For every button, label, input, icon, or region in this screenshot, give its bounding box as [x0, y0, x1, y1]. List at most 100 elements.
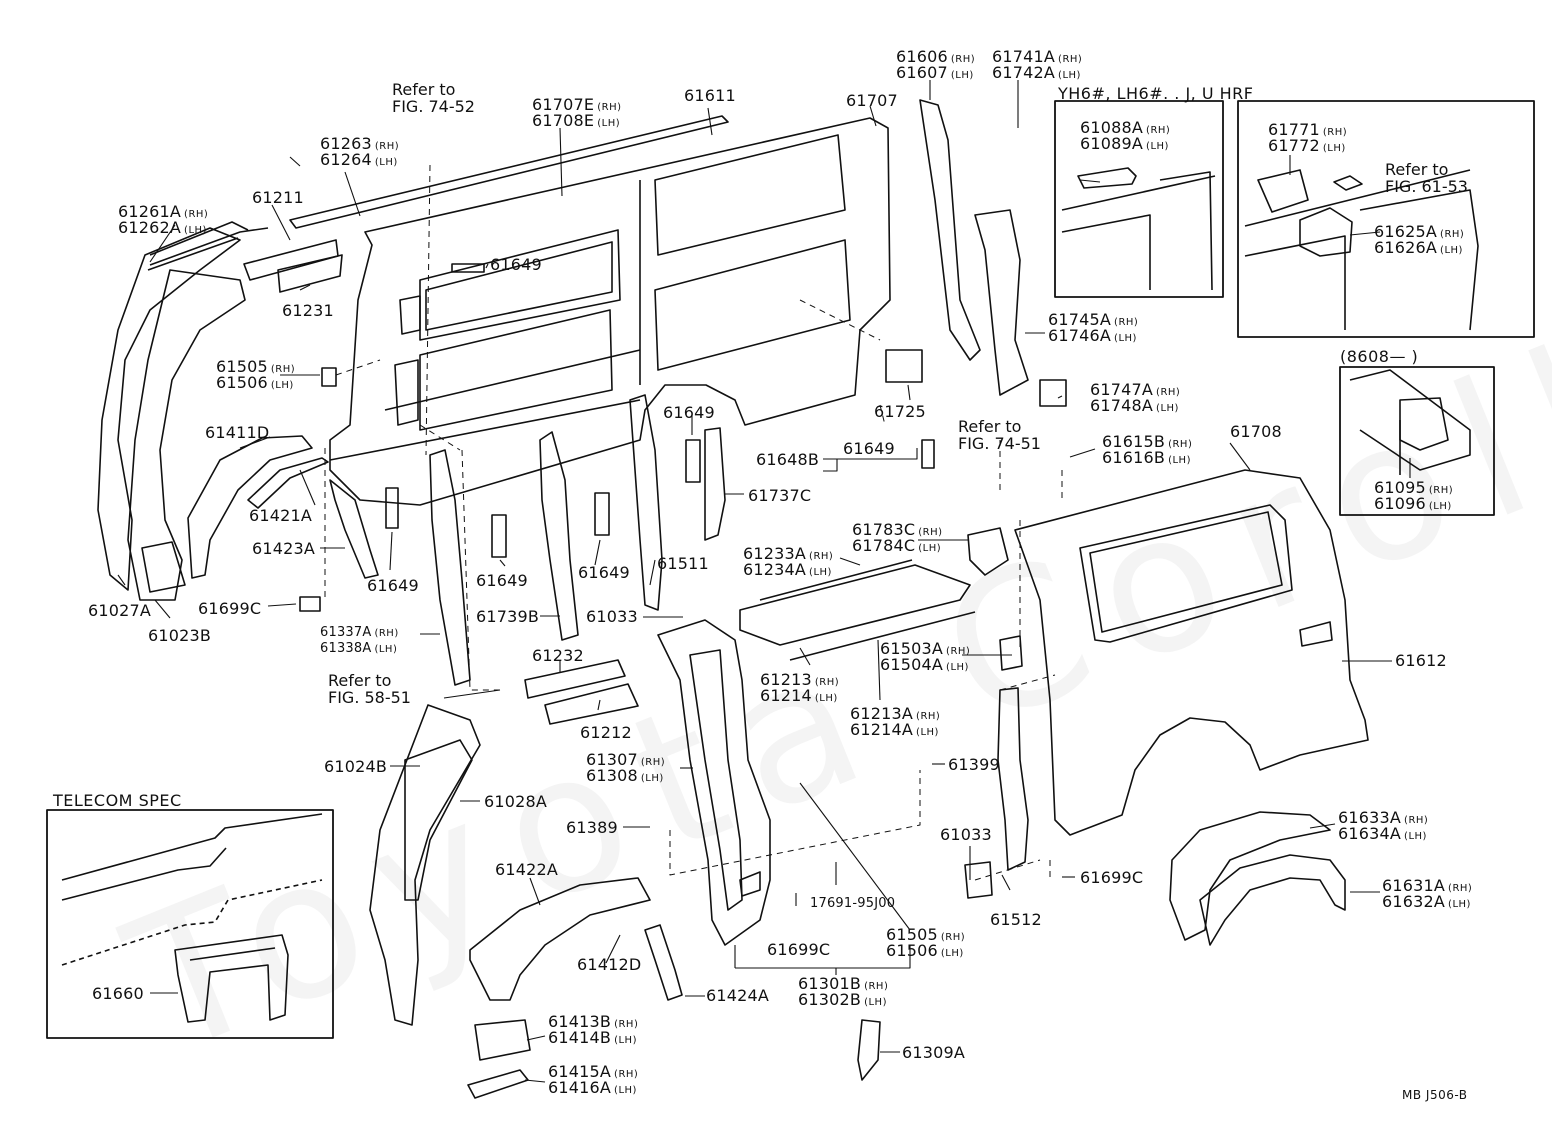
part-label[interactable]: 61233A(RH) — [743, 546, 833, 565]
part-label[interactable]: 61095(RH) — [1374, 480, 1453, 499]
part-label[interactable]: 61634A(LH) — [1338, 826, 1427, 845]
part-label[interactable]: 61231 — [282, 303, 334, 319]
part-label[interactable]: 61615B(RH) — [1102, 434, 1192, 453]
part-label[interactable]: 61607(LH) — [896, 65, 974, 84]
dashed-assembly-lines — [324, 164, 1063, 881]
part-label[interactable]: 61096(LH) — [1374, 496, 1452, 515]
part-label[interactable]: 61737C — [748, 488, 811, 504]
part-label[interactable]: 61699C — [1080, 870, 1143, 886]
part-label[interactable]: 61214A(LH) — [850, 722, 939, 741]
part-label[interactable]: 61088A(RH) — [1080, 120, 1170, 139]
part-label[interactable]: 61512 — [990, 912, 1042, 928]
part-label[interactable]: 61423A — [252, 541, 315, 557]
part-label[interactable]: 61028A — [484, 794, 547, 810]
part-label[interactable]: 61611 — [684, 88, 736, 104]
refer-fig-58-51[interactable]: Refer to FIG. 58-51 — [328, 672, 411, 706]
part-label[interactable]: 61708 — [1230, 424, 1282, 440]
part-label[interactable]: 61747A(RH) — [1090, 382, 1180, 401]
refer-fig-61-53[interactable]: Refer to FIG. 61-53 — [1385, 161, 1468, 195]
part-label[interactable]: 61261A(RH) — [118, 204, 208, 223]
part-label[interactable]: 61707E(RH) — [532, 97, 622, 116]
part-label[interactable]: 61506(LH) — [216, 375, 294, 394]
part-label[interactable]: 61606(RH) — [896, 49, 975, 68]
part-label[interactable]: 61412D — [577, 957, 641, 973]
part-label[interactable]: 61033 — [586, 609, 638, 625]
part-label[interactable]: 61413B(RH) — [548, 1014, 638, 1033]
part-label[interactable]: 61302B(LH) — [798, 992, 887, 1011]
part-label[interactable]: 61660 — [92, 986, 144, 1002]
part-label[interactable]: 61308(LH) — [586, 768, 664, 787]
part-label[interactable]: 61625A(RH) — [1374, 224, 1464, 243]
part-label[interactable]: 61424A — [706, 988, 769, 1004]
part-label[interactable]: 61505(RH) — [886, 927, 965, 946]
part-label[interactable]: 61707 — [846, 93, 898, 109]
part-label[interactable]: 61648B — [756, 452, 819, 468]
part-label[interactable]: 61511 — [657, 556, 709, 572]
part-label[interactable]: 61301B(RH) — [798, 976, 888, 995]
part-label[interactable]: 61626A(LH) — [1374, 240, 1463, 259]
part-label[interactable]: 61745A(RH) — [1048, 312, 1138, 331]
refer-fig-74-51[interactable]: Refer to FIG. 74-51 — [958, 418, 1041, 452]
part-label[interactable]: 61264(LH) — [320, 152, 398, 171]
part-label[interactable]: 61783C(RH) — [852, 522, 943, 541]
part-number: 61263 — [320, 134, 372, 153]
part-label[interactable]: 61748A(LH) — [1090, 398, 1179, 417]
refer-fig-74-52[interactable]: Refer to FIG. 74-52 — [392, 81, 475, 115]
part-label[interactable]: 61649 — [367, 578, 419, 594]
part-label[interactable]: 61784C(LH) — [852, 538, 941, 557]
part-label[interactable]: 61725 — [874, 404, 926, 420]
part-label[interactable]: 61338A(LH) — [320, 641, 397, 658]
part-number: 61660 — [92, 984, 144, 1003]
part-label[interactable]: 61505(RH) — [216, 359, 295, 378]
part-label[interactable]: 61422A — [495, 862, 558, 878]
part-label[interactable]: 61699C — [767, 942, 830, 958]
part-label[interactable]: 61746A(LH) — [1048, 328, 1137, 347]
part-label[interactable]: 17691-95J00 — [810, 896, 895, 912]
part-label[interactable]: 61631A(RH) — [1382, 878, 1472, 897]
part-label[interactable]: 61506(LH) — [886, 943, 964, 962]
part-label[interactable]: 61612 — [1395, 653, 1447, 669]
part-label[interactable]: 61213A(RH) — [850, 706, 940, 725]
part-label[interactable]: 61633A(RH) — [1338, 810, 1428, 829]
part-label[interactable]: 61616B(LH) — [1102, 450, 1191, 469]
part-label[interactable]: 61708E(LH) — [532, 113, 620, 132]
part-label[interactable]: 61307(RH) — [586, 752, 665, 771]
part-label[interactable]: 61263(RH) — [320, 136, 399, 155]
part-label[interactable]: 61211 — [252, 190, 304, 206]
part-label[interactable]: 61632A(LH) — [1382, 894, 1471, 913]
part-label[interactable]: 61771(RH) — [1268, 122, 1347, 141]
part-label[interactable]: 61772(LH) — [1268, 138, 1346, 157]
part-label[interactable]: 61214(LH) — [760, 688, 838, 707]
part-label[interactable]: 61213(RH) — [760, 672, 839, 691]
part-label[interactable]: 61649 — [843, 441, 895, 457]
part-label[interactable]: 61649 — [490, 257, 542, 273]
part-label[interactable]: 61262A(LH) — [118, 220, 207, 239]
part-label[interactable]: 61503A(RH) — [880, 641, 970, 660]
part-label[interactable]: 61741A(RH) — [992, 49, 1082, 68]
part-side: (RH) — [1440, 229, 1465, 240]
part-label[interactable]: 61232 — [532, 648, 584, 664]
part-label[interactable]: 61399 — [948, 757, 1000, 773]
part-label[interactable]: 61027A — [88, 603, 151, 619]
part-label[interactable]: 61649 — [578, 565, 630, 581]
part-label[interactable]: 61415A(RH) — [548, 1064, 638, 1083]
part-label[interactable]: 61649 — [476, 573, 528, 589]
part-label[interactable]: 61212 — [580, 725, 632, 741]
part-label[interactable]: 61416A(LH) — [548, 1080, 637, 1099]
part-label[interactable]: 61411D — [205, 425, 269, 441]
part-label[interactable]: 61023B — [148, 628, 211, 644]
part-label[interactable]: 61337A(RH) — [320, 625, 399, 642]
part-label[interactable]: 61649 — [663, 405, 715, 421]
part-label[interactable]: 61389 — [566, 820, 618, 836]
part-label[interactable]: 61421A — [249, 508, 312, 524]
part-label[interactable]: 61234A(LH) — [743, 562, 832, 581]
part-label[interactable]: 61414B(LH) — [548, 1030, 637, 1049]
part-label[interactable]: 61739B — [476, 609, 539, 625]
part-label[interactable]: 61699C — [198, 601, 261, 617]
part-label[interactable]: 61742A(LH) — [992, 65, 1081, 84]
part-label[interactable]: 61089A(LH) — [1080, 136, 1169, 155]
part-label[interactable]: 61024B — [324, 759, 387, 775]
part-label[interactable]: 61504A(LH) — [880, 657, 969, 676]
part-label[interactable]: 61309A — [902, 1045, 965, 1061]
part-label[interactable]: 61033 — [940, 827, 992, 843]
